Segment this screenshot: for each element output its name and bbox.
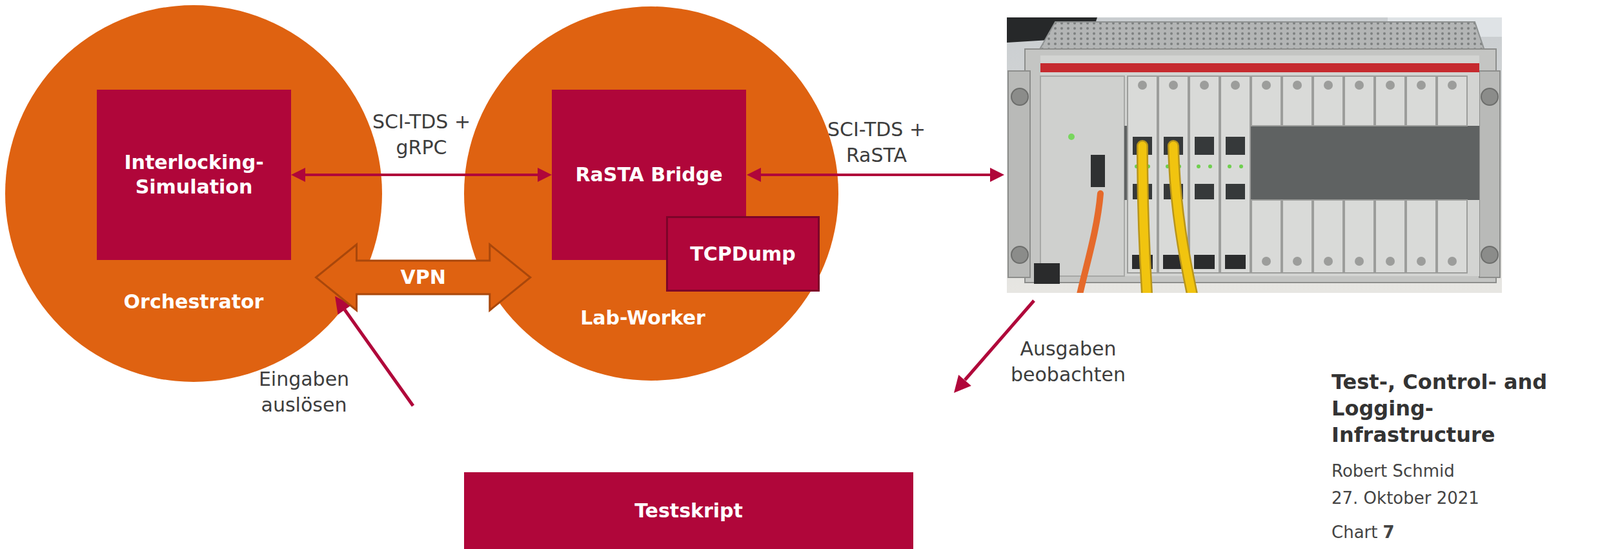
cable-outline [1142,145,1148,294]
process-box: TCPDump [666,216,820,292]
rack-screw [1481,246,1499,264]
card-screw [1385,256,1395,266]
connector-label: SCI-TDS + gRPC [360,109,483,161]
interface-label: SCI-TDS + RaSTA [815,116,938,169]
blank-plate [1375,200,1406,274]
card-handle [1225,254,1246,270]
blank-plate [1406,76,1437,126]
action-label: Eingaben auslösen [247,366,361,419]
orange-cable [1077,193,1101,294]
device-photo [1006,17,1502,294]
connector-line [305,173,538,177]
interface-card [1189,76,1220,274]
connector [315,244,530,311]
date-label: 27. Oktober 2021 [1331,485,1480,512]
card-screw [1323,80,1333,90]
cable-outline [1173,145,1195,294]
rack-ear [1008,70,1031,278]
card-screw [1292,80,1302,90]
card-screw [1354,80,1364,90]
rack-lid [1039,21,1485,51]
card-led [1208,164,1213,169]
chart-number: 7 [1382,519,1395,546]
card-screw [1447,256,1457,266]
yellow-cable [1142,145,1148,294]
box-label: RaSTA Bridge [575,162,723,188]
blank-plate [1406,200,1437,274]
box-label: TCPDump [689,242,796,267]
slide-title: Test-, Control- and Logging- Infrastruct… [1331,369,1571,449]
blank-plate [1437,200,1468,274]
circle-label: Orchestrator [123,289,264,315]
card-screw [1261,80,1271,90]
status-led [1068,133,1075,141]
blank-plate [1344,76,1375,126]
card-screw [1292,256,1302,266]
author-name: Robert Schmid [1331,458,1455,485]
card-port [1194,136,1215,155]
blank-plate [1313,200,1344,274]
cable-tag [1033,263,1060,284]
card-port [1225,183,1246,200]
circle-label: Lab-Worker [580,305,706,331]
blank-plate [1251,200,1282,274]
rack-screw [1481,88,1499,106]
card-port [1225,136,1246,155]
red-stripe [1040,63,1480,73]
rack-screw [1011,246,1029,264]
double-arrow [315,244,530,311]
photo-background [1006,17,1502,294]
box-label: Testskript [634,498,743,524]
blank-plate [1437,76,1468,126]
yellow-cable [1173,145,1195,294]
script-box: Testskript [464,472,914,549]
connector-label: VPN [400,265,446,290]
circle-fill [5,5,383,383]
arrow-head [990,167,1005,183]
blank-plate [1344,200,1375,274]
card-screw [1416,256,1426,266]
card-screw [1416,80,1426,90]
chart-label: Chart [1331,519,1378,546]
card-led [1227,164,1232,169]
card-handle [1194,254,1215,270]
action-label: Ausgaben beobachten [1003,336,1133,388]
blank-plate [1282,200,1313,274]
blank-plate [1282,76,1313,126]
rack-frame [1024,49,1497,283]
card-screw [1137,80,1147,90]
rack-ear [1479,70,1500,278]
card-screw [1230,80,1240,90]
card-led [1196,164,1201,169]
interface-card [1220,76,1251,274]
card-screw [1323,256,1333,266]
arrow-line [760,173,991,177]
usb-port [1090,154,1105,188]
blank-plate [1251,76,1282,126]
card-port [1194,183,1215,200]
card-screw [1261,256,1271,266]
component-circle: Lab-Worker RaSTA BridgeTCPDump [464,6,839,381]
arrow-line [344,309,414,406]
card-screw [1199,80,1209,90]
process-box: Interlocking- Simulation [96,89,292,261]
box-label: Interlocking- Simulation [107,150,281,200]
arrow-head [953,374,972,394]
blank-plate [1313,76,1344,126]
power-panel [1040,76,1125,277]
card-screw [1447,80,1457,90]
card-led [1239,164,1244,169]
card-screw [1168,80,1178,90]
component-circle: Orchestrator Interlocking- Simulation [5,5,383,383]
card-screw [1354,256,1364,266]
rack-screw [1011,88,1029,106]
rack-inner [1040,55,1480,277]
card-screw [1385,80,1395,90]
blank-plate [1375,76,1406,126]
circle-fill [464,6,839,381]
